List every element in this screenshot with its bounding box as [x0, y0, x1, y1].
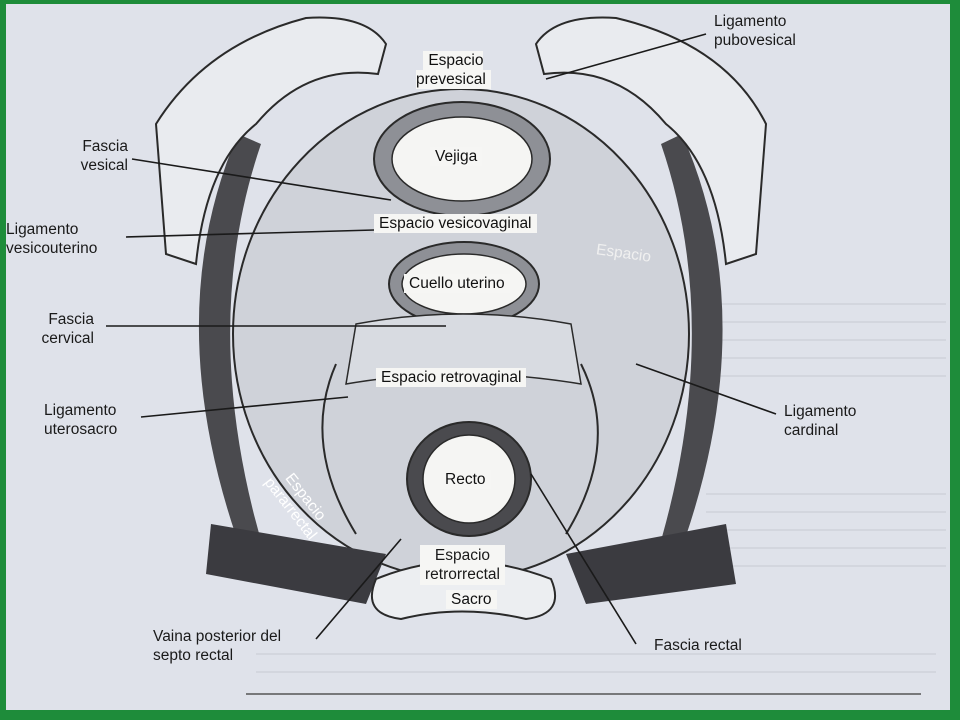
- leader-lines: [106, 33, 777, 645]
- label-ligamento-cardinal: Ligamento cardinal: [784, 403, 857, 439]
- label-ligamento-pubovesical: Ligamento pubovesical: [714, 13, 796, 49]
- label-sacro: Sacro: [446, 590, 497, 609]
- leader-cardinal: [635, 363, 777, 415]
- label-espacio-prevesical: Espacio prevesical: [416, 51, 491, 89]
- label-fascia-rectal: Fascia rectal: [654, 637, 742, 654]
- label-vaina-posterior: Vaina posterior del septo rectal: [153, 628, 282, 664]
- label-espacio-retrorrectal: Espacio retrorrectal: [420, 545, 505, 585]
- label-fascia-vesical: Fascia vesical: [80, 138, 128, 174]
- right-uterosacral-arc: [565, 363, 599, 535]
- left-pelvic-wall: [198, 134, 268, 564]
- leader-vaina-posterior: [315, 538, 402, 640]
- book-page: Espacio prevesical Vejiga Espacio vesico…: [6, 4, 950, 710]
- leader-fascia-rectal: [530, 473, 637, 645]
- label-vejiga: Vejiga: [430, 147, 483, 166]
- label-recto: Recto: [440, 470, 491, 489]
- label-espacio-vesicovaginal: Espacio vesicovaginal: [374, 214, 537, 233]
- label-cuello-uterino: Cuello uterino: [404, 274, 510, 293]
- left-uterosacral-arc: [321, 363, 357, 535]
- leader-pubovesical: [545, 33, 707, 80]
- right-pubic-bone: [534, 16, 768, 266]
- leader-uterosacro: [140, 396, 349, 418]
- left-levator-muscle: [206, 524, 386, 604]
- right-levator-muscle: [566, 524, 736, 604]
- label-ligamento-vesicouterino: Ligamento vesicouterino: [6, 221, 98, 257]
- label-espacio-retrovaginal: Espacio retrovaginal: [376, 368, 527, 387]
- label-ligamento-uterosacro: Ligamento uterosacro: [44, 402, 118, 438]
- leader-fascia-vesical: [131, 158, 392, 201]
- background-text-lines: [256, 303, 946, 673]
- right-pelvic-wall: [654, 134, 723, 564]
- label-fascia-cervical: Fascia cervical: [41, 311, 94, 347]
- leader-vesicouterino: [125, 229, 375, 238]
